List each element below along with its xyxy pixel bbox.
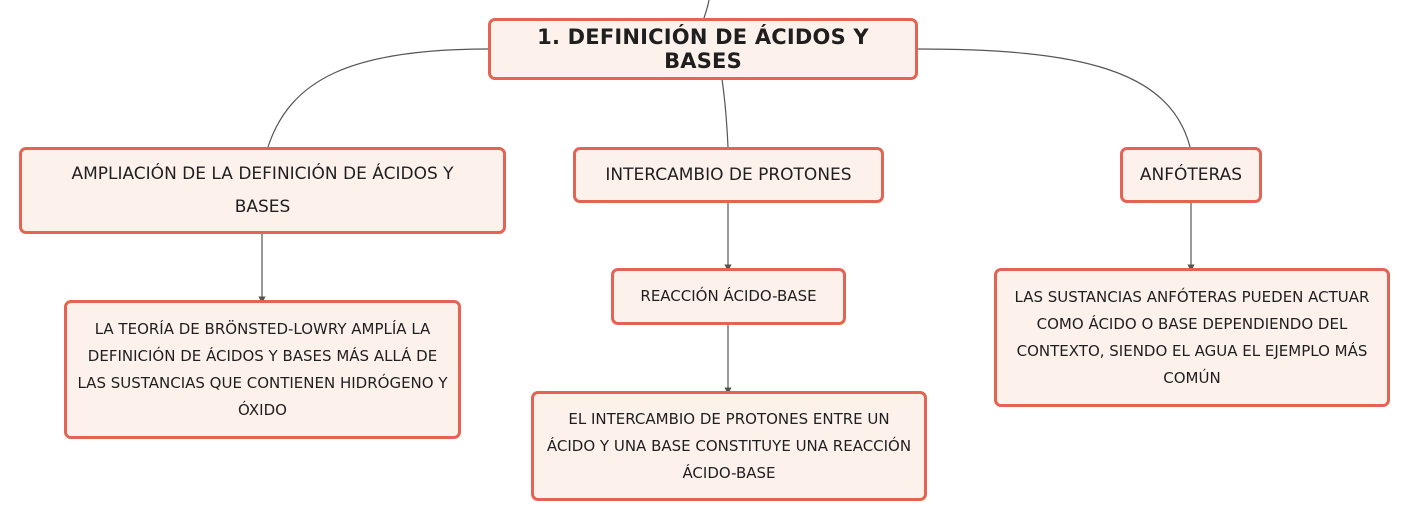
branch-node-intercambio[interactable]: INTERCAMBIO DE PROTONES xyxy=(573,147,884,203)
branch-node-ampliacion[interactable]: AMPLIACIÓN DE LA DEFINICIÓN DE ÁCIDOS Y … xyxy=(19,147,506,234)
branch-node-ampliacion-label: AMPLIACIÓN DE LA DEFINICIÓN DE ÁCIDOS Y … xyxy=(71,163,454,217)
detail-node-intercambio[interactable]: EL INTERCAMBIO DE PROTONES ENTRE UN ÁCID… xyxy=(531,391,927,501)
branch-node-anfoteras-label: ANFÓTERAS xyxy=(1139,164,1243,185)
detail-node-bronsted-label: LA TEORÍA DE BRÖNSTED-LOWRY AMPLÍA LA DE… xyxy=(77,319,448,419)
root-node[interactable]: 1. DEFINICIÓN DE ÁCIDOS Y BASES xyxy=(488,18,918,80)
connector-root-ampliacion xyxy=(267,48,489,148)
node-reaccion-acido-base-label: REACCIÓN ÁCIDO-BASE xyxy=(640,287,817,305)
node-reaccion-acido-base[interactable]: REACCIÓN ÁCIDO-BASE xyxy=(611,268,846,325)
detail-node-anfoteras-label: LAS SUSTANCIAS ANFÓTERAS PUEDEN ACTUAR C… xyxy=(1014,287,1370,387)
branch-node-intercambio-label: INTERCAMBIO DE PROTONES xyxy=(605,164,852,185)
connector-root-anfoteras xyxy=(917,48,1191,148)
connector-root-intercambio xyxy=(721,78,729,148)
connector-incoming xyxy=(703,0,710,19)
branch-node-anfoteras[interactable]: ANFÓTERAS xyxy=(1120,147,1262,203)
detail-node-bronsted[interactable]: LA TEORÍA DE BRÖNSTED-LOWRY AMPLÍA LA DE… xyxy=(64,300,461,439)
detail-node-anfoteras[interactable]: LAS SUSTANCIAS ANFÓTERAS PUEDEN ACTUAR C… xyxy=(994,268,1390,407)
root-node-label: 1. DEFINICIÓN DE ÁCIDOS Y BASES xyxy=(537,25,869,73)
detail-node-intercambio-label: EL INTERCAMBIO DE PROTONES ENTRE UN ÁCID… xyxy=(546,409,912,482)
